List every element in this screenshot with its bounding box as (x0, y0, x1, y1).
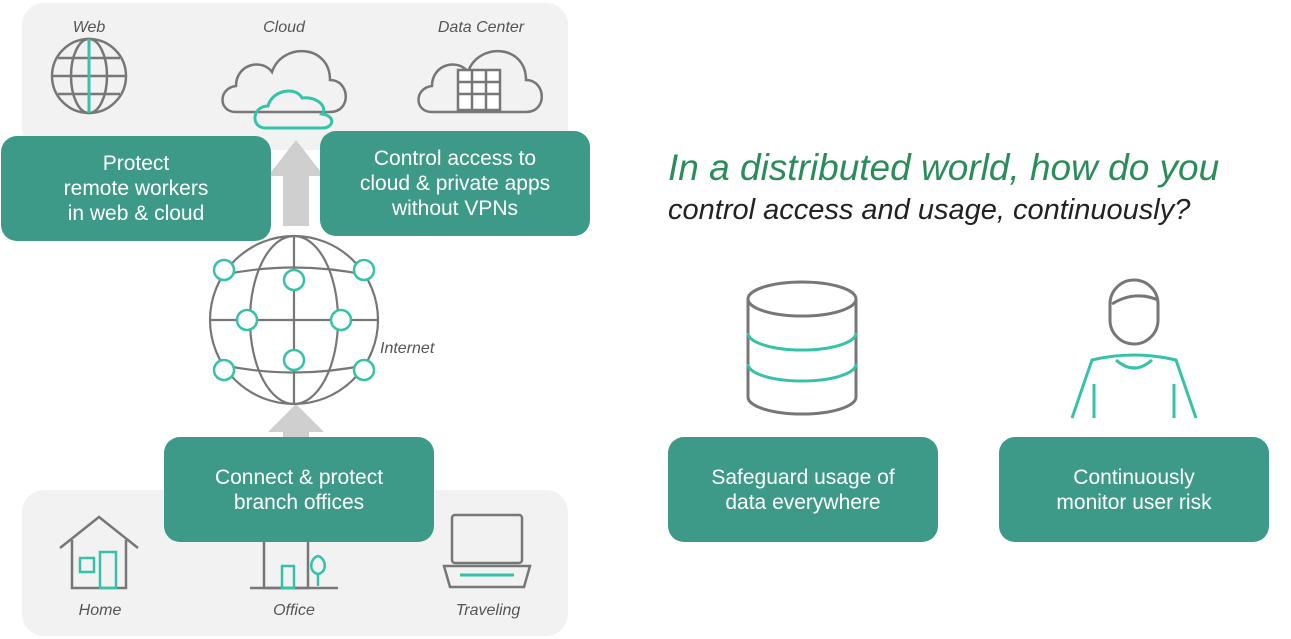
box-line: in web & cloud (67, 202, 205, 225)
user-icon (1070, 278, 1198, 419)
box-line: Safeguard usage of (711, 465, 895, 489)
arrow-up-top (268, 140, 324, 226)
box-line: Connect & protect (214, 465, 384, 489)
box-line: branch offices (233, 490, 365, 514)
office-label: Office (273, 602, 315, 619)
internet-label: Internet (380, 340, 435, 357)
safeguard-data-box: Safeguard usage of data everywhere (668, 437, 938, 542)
database-icon (746, 280, 858, 416)
cloud-label: Cloud (263, 19, 305, 36)
control-access-box: Control access to cloud & private apps w… (320, 131, 590, 236)
heading-line-1: In a distributed world, how do you (668, 147, 1220, 188)
laptop-icon (442, 513, 532, 589)
traveling-label: Traveling (455, 602, 521, 619)
globe-icon (50, 37, 128, 115)
box-line: Continuously (1073, 465, 1195, 489)
box-line: Protect (102, 152, 170, 175)
data-center-icon (417, 49, 543, 114)
box-line: cloud & private apps (359, 172, 551, 195)
box-line: monitor user risk (1056, 490, 1212, 514)
connect-branch-offices-box: Connect & protect branch offices (164, 437, 434, 542)
web-label: Web (72, 19, 106, 36)
heading-line-2: control access and usage, continuously? (668, 194, 1191, 226)
box-line: remote workers (63, 177, 209, 200)
office-building-icon (250, 538, 338, 590)
cloud-icon (221, 49, 347, 130)
box-line: without VPNs (391, 197, 519, 220)
house-icon (59, 515, 139, 590)
internet-globe-icon (208, 234, 380, 406)
data-center-label: Data Center (437, 19, 525, 36)
box-line: data everywhere (725, 490, 881, 514)
protect-remote-workers-box: Protect remote workers in web & cloud (1, 136, 271, 241)
box-line: Control access to (373, 147, 537, 170)
home-label: Home (78, 602, 122, 619)
monitor-user-risk-box: Continuously monitor user risk (999, 437, 1269, 542)
